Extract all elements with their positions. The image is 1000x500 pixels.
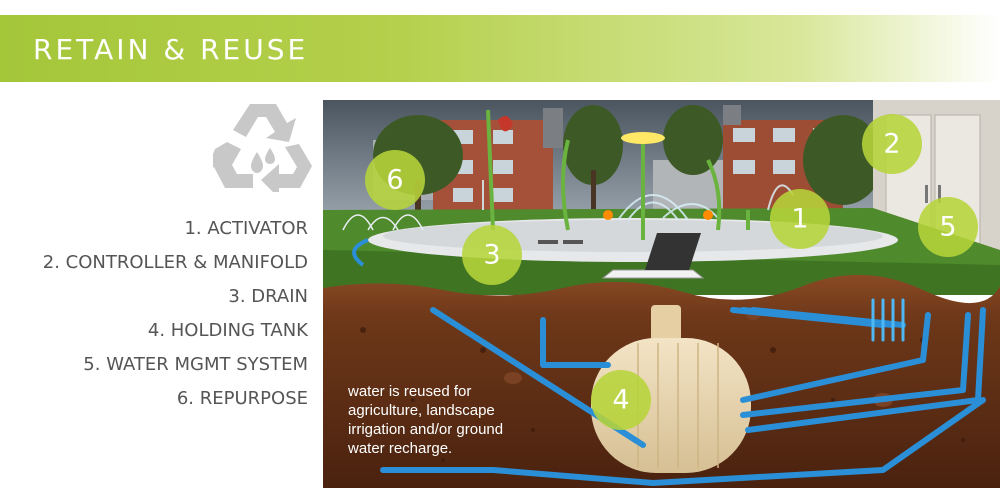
marker-5: 5 xyxy=(918,197,978,257)
marker-3-label: 3 xyxy=(483,240,500,271)
reuse-note: water is reused for agriculture, landsca… xyxy=(348,383,504,457)
marker-6-label: 6 xyxy=(386,165,403,196)
legend-item-repurpose: 6. REPURPOSE xyxy=(176,388,308,409)
marker-3: 3 xyxy=(462,225,522,285)
legend-item-holding-tank: 4. HOLDING TANK xyxy=(147,320,308,341)
legend-item-activator: 1. ACTIVATOR xyxy=(184,218,308,239)
marker-6: 6 xyxy=(365,150,425,210)
page-title: RETAIN & REUSE xyxy=(33,33,309,66)
title-banner: RETAIN & REUSE xyxy=(0,15,1000,82)
marker-4-label: 4 xyxy=(612,385,629,416)
legend-item-water-mgmt-system: 5. WATER MGMT SYSTEM xyxy=(83,354,308,375)
marker-4: 4 xyxy=(591,370,651,430)
spray-features xyxy=(486,109,750,240)
marker-1: 1 xyxy=(770,189,830,249)
recycle-water-drops-icon xyxy=(206,100,313,198)
marker-2-label: 2 xyxy=(883,129,900,160)
marker-2: 2 xyxy=(862,114,922,174)
component-legend: 1. ACTIVATOR 2. CONTROLLER & MANIFOLD 3.… xyxy=(43,212,308,416)
marker-1-label: 1 xyxy=(791,204,808,235)
system-illustration: 1 2 3 4 5 6 xyxy=(323,100,1000,488)
marker-5-label: 5 xyxy=(939,212,956,243)
legend-item-controller-manifold: 2. CONTROLLER & MANIFOLD xyxy=(42,252,308,273)
legend-item-drain: 3. DRAIN xyxy=(228,286,308,307)
laptop xyxy=(601,233,705,279)
water-sprays xyxy=(482,180,794,221)
